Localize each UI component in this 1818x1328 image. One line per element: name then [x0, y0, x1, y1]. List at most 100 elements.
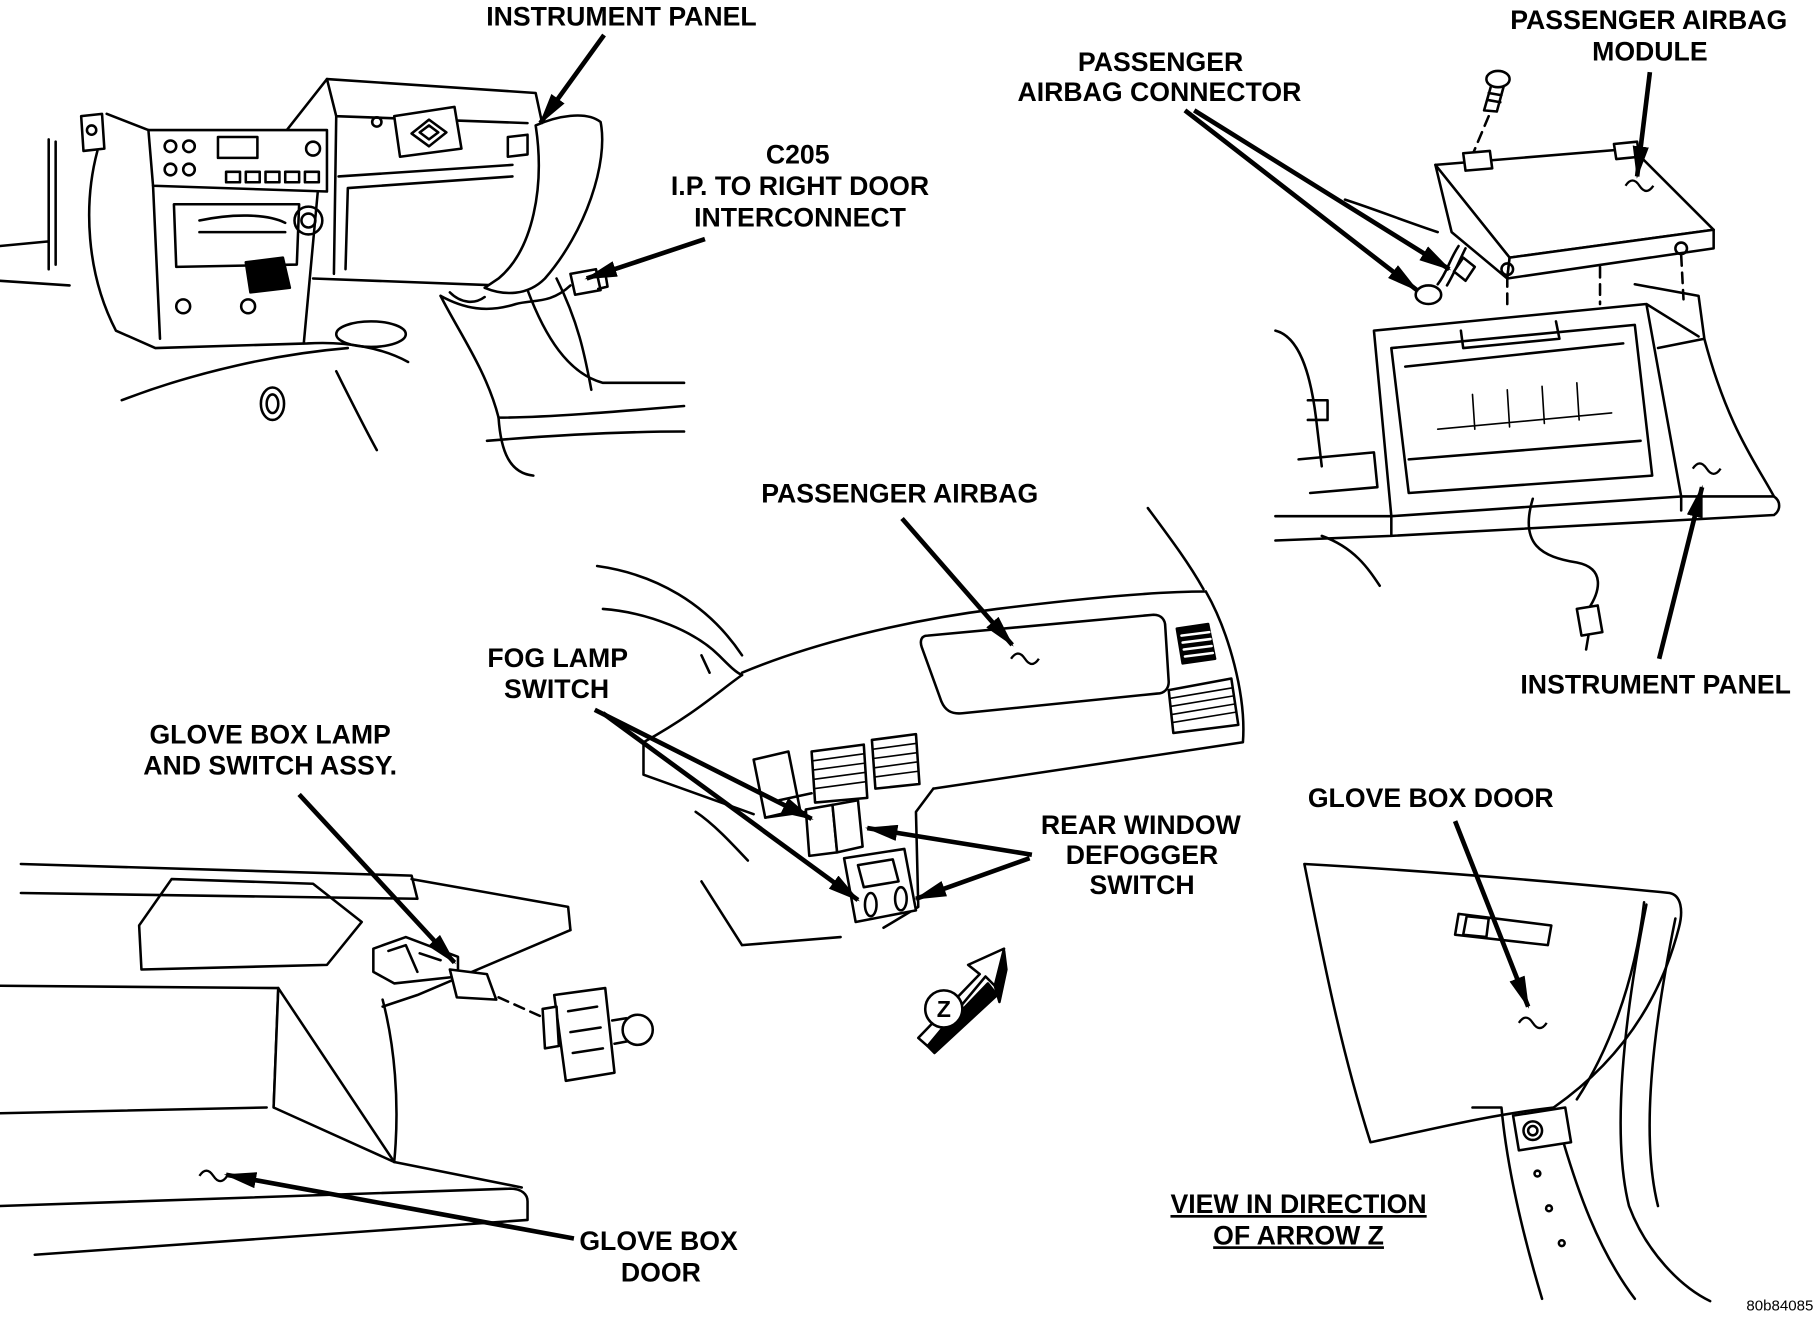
hvac-knob-center: [300, 212, 317, 229]
radio-head-unit: [147, 128, 329, 193]
trim-panel-edge: [1619, 903, 1712, 1303]
arrow-defogger-a: [864, 824, 1033, 858]
view-arrow-z: [917, 947, 1008, 1055]
label-airbag-connector-line1: PASSENGER: [1078, 47, 1243, 77]
view-arrow-badge: [923, 989, 964, 1029]
module-mount-tab: [1461, 149, 1494, 172]
dash-right-edge: [932, 590, 1245, 790]
arrow-instrument-panel-right: [1656, 484, 1705, 660]
harness-connector-half: [1414, 284, 1443, 306]
lamp-switch-exploded: [552, 986, 616, 1083]
label-glove-box-door-right: GLOVE BOX DOOR: [1308, 783, 1554, 813]
label-c205-line3: INTERCONNECT: [694, 202, 906, 232]
cavity-screw: [370, 116, 383, 128]
tilde-airbag: [1010, 652, 1040, 666]
module-wire: [1527, 497, 1600, 611]
label-airbag-connector-line2: AIRBAG CONNECTOR: [1018, 77, 1302, 107]
trim-hole: [1544, 1204, 1554, 1213]
lamp-connector: [448, 968, 498, 1001]
tilde-module: [1624, 179, 1655, 193]
center-console-edge: [882, 787, 935, 930]
underside-recess: [137, 877, 364, 971]
center-stack-bin: [172, 203, 301, 269]
radio-button: [181, 139, 197, 154]
lamp-switch-slots: [566, 1005, 605, 1055]
panel-right-contour: [1633, 283, 1776, 498]
radio-button: [181, 162, 197, 177]
figure-code: 80b84085: [1746, 1297, 1813, 1314]
stack-dark-block: [244, 256, 292, 294]
dash-underside: [19, 862, 572, 932]
label-defogger-line3: SWITCH: [1089, 870, 1194, 900]
arrow-glove-box-door-bottom: [223, 1172, 575, 1241]
arrow-defogger-b: [913, 856, 1031, 901]
glove-box-door-open: [0, 1160, 529, 1257]
arrow-glove-box-door-right: [1452, 820, 1531, 1009]
airbag-opening-inner: [1390, 323, 1654, 495]
arrow-airbag-connector-b: [1192, 108, 1452, 272]
center-vent-left: [810, 743, 869, 804]
arrow-instrument-panel-top: [538, 33, 606, 126]
label-defogger-line2: DEFOGGER: [1066, 840, 1219, 870]
view-arrow-letter: Z: [937, 996, 951, 1022]
door-handle-latch: [1461, 914, 1490, 939]
bin-curve: [198, 214, 287, 234]
label-c205-line2: I.P. TO RIGHT DOOR: [671, 171, 929, 201]
shroud-screw: [85, 124, 98, 136]
callout-labels: INSTRUMENT PANEL C205 I.P. TO RIGHT DOOR…: [143, 2, 1813, 1315]
defogger-switch-lens: [893, 885, 908, 912]
glove-box-door-side: [483, 114, 604, 295]
kick-panel: [439, 294, 535, 477]
label-instrument-panel-top: INSTRUMENT PANEL: [486, 2, 757, 32]
label-fog-lamp-line1: FOG LAMP: [487, 643, 628, 673]
a-pillar-right: [1146, 506, 1205, 591]
center-vent-right-slats: [872, 742, 920, 778]
floor-grommet: [259, 386, 286, 422]
bracket-diamond: [410, 118, 448, 148]
lamp-switch-mounted: [372, 935, 460, 985]
tilde-panel: [1691, 462, 1722, 475]
radio-preset-button: [244, 170, 261, 184]
wire-end-connector: [1575, 604, 1604, 637]
label-glove-box-door-bottom-line2: DOOR: [621, 1257, 701, 1287]
opening-rails: [1403, 320, 1642, 461]
door-handle-recess: [1453, 912, 1553, 947]
glove-box-door-panel: [1303, 862, 1683, 1144]
arrow-fog-lamp-a: [593, 707, 814, 821]
cavity-latch: [506, 133, 529, 159]
stack-screw: [239, 298, 257, 315]
right-air-vent: [1167, 677, 1240, 735]
tilde-door-left: [198, 1169, 229, 1183]
airbag-module-exploded-view: [1274, 69, 1781, 651]
glove-box-right-edge: [381, 928, 572, 1164]
module-screw-shaft: [1482, 84, 1506, 113]
label-fog-lamp-line2: SWITCH: [504, 674, 609, 704]
module-mount-tab: [1612, 140, 1641, 161]
center-vent-left-slats: [811, 753, 867, 790]
label-passenger-airbag: PASSENGER AIRBAG: [761, 478, 1038, 508]
floor-speaker: [334, 320, 408, 349]
panel-left-lower: [1297, 451, 1382, 588]
radio-button: [163, 139, 178, 154]
defogger-switch-face: [856, 858, 900, 889]
label-glove-box-lamp-line1: GLOVE BOX LAMP: [149, 719, 390, 749]
radio-knob: [304, 140, 322, 157]
dash-top-edge: [740, 590, 1208, 674]
defogger-switch-lens: [863, 891, 878, 918]
trim-hole: [1533, 1169, 1542, 1178]
leader-tilde-marks: [198, 179, 1722, 1183]
glove-box-upper-edge: [0, 984, 280, 1115]
glove-box-door-view: [1303, 862, 1712, 1303]
door-opening-edge: [485, 277, 686, 443]
label-airbag-module-line1: PASSENGER AIRBAG: [1510, 5, 1787, 35]
airbag-module-front: [1505, 228, 1715, 280]
radio-button: [163, 162, 178, 177]
leader-arrows: [223, 33, 1705, 1241]
trim-hole: [1557, 1238, 1566, 1248]
module-screw-head: [1485, 69, 1511, 89]
left-trim-panel: [87, 149, 410, 364]
right-air-vent-slats: [1170, 686, 1237, 724]
glove-box-side-wall: [272, 986, 396, 1164]
glove-box-lamp-view: [0, 862, 655, 1257]
